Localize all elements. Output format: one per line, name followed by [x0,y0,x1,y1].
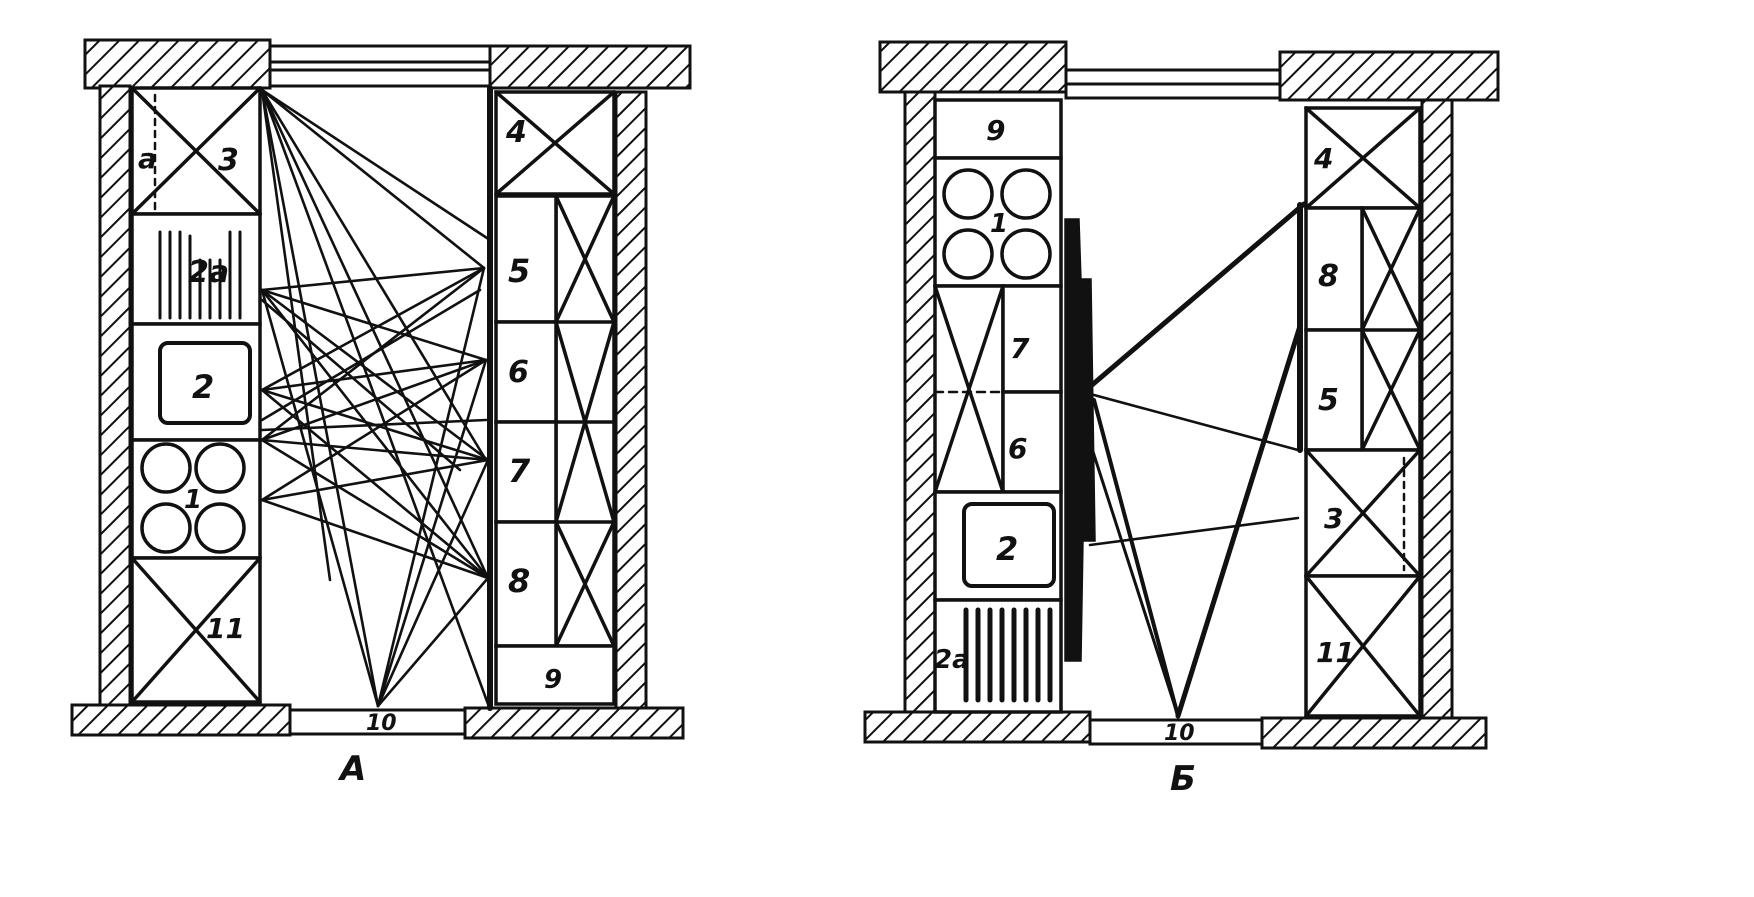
plan-b-label-10: 10 [1164,721,1195,746]
plan-a-counter-6 [494,320,558,424]
plan-b-left-run [933,98,1096,714]
plan-a-left-wall [98,84,132,708]
plan-a-left-run [130,86,262,704]
plan-b-label-4: 4 [1313,142,1333,175]
plan-a-labels: 3 а 2а 2 1 11 4 5 6 7 8 9 10 А [138,115,562,789]
plan-a-label-4: 4 [505,115,527,150]
plan-b-label-3: 3 [1324,502,1343,535]
plan-b-top-wall-left [878,40,1068,94]
plan-a-drain-lines [158,230,242,320]
plan-a-top-wall-left [83,38,272,90]
plan-a-label-10: 10 [366,711,397,736]
plan-b-label-7: 7 [1010,332,1030,365]
plan-a-caption: А [337,749,366,789]
plan-b-counter-6 [1001,390,1063,494]
plan-b-work-surface-bar [1064,218,1096,662]
plan-b [863,40,1500,750]
plan-b-right-wall [1420,98,1454,720]
plan-b-burners-1 [933,156,1063,288]
plan-a-window [268,44,492,88]
plan-a-right-run [487,85,616,711]
plan-a-right-wall [614,90,648,712]
plan-a-label-8: 8 [508,562,530,600]
plan-a-movement-lines [260,88,492,708]
plan-b-counter-5 [1304,328,1364,452]
plan-a-label-9: 9 [544,665,562,695]
plan-b-label-9: 9 [986,114,1005,147]
plan-a-label-3: 3 [218,143,239,178]
plan-b-bottom-wall-left [863,710,1092,744]
plan-b-movement-lines [1084,201,1307,719]
plan-a-label-6: 6 [508,355,529,390]
plan-b-right-run [1297,106,1422,718]
plan-a-label-5: 5 [508,252,530,290]
plan-b-label-2: 2 [996,530,1018,568]
plan-b-bottom-wall-right [1260,716,1488,750]
plan-a-door [288,708,467,736]
plan-a [70,38,692,740]
plan-b-labels: 9 1 7 6 2 2а 4 8 5 3 11 10 Б [934,114,1355,799]
plan-b-drain-lines [963,607,1053,703]
plan-b-left-wall [903,90,937,714]
plan-b-label-6: 6 [1008,432,1027,465]
plan-a-label-2a: 2а [188,255,229,290]
plan-b-label-5: 5 [1318,383,1339,418]
plan-a-bottom-wall-right [463,706,685,740]
plan-a-counter-8 [494,520,558,648]
plan-a-bottom-wall-left [70,703,292,737]
plan-a-top-wall-right [488,44,692,90]
plan-b-walls [863,40,1500,750]
plan-b-label-2a: 2а [934,645,970,675]
plan-a-label-a: а [138,142,157,175]
plan-b-stove-2 [933,490,1063,602]
plan-b-label-1: 1 [990,209,1008,239]
plan-b-label-11: 11 [1316,636,1355,669]
plan-a-cabinet-9 [494,644,616,706]
plan-b-door [1088,718,1264,746]
plan-a-walls [70,38,692,740]
plan-a-label-1: 1 [184,485,202,515]
plan-b-top-wall-right [1278,50,1500,102]
plan-b-label-8: 8 [1318,259,1339,294]
plan-a-label-2: 2 [192,368,214,406]
plan-b-counter-8 [1304,206,1364,332]
plan-a-counter-5 [494,194,558,324]
plan-a-label-7: 7 [508,452,531,490]
plan-b-caption: Б [1170,759,1196,799]
plan-b-counter-7 [1001,284,1063,394]
plan-a-label-11: 11 [206,612,245,645]
